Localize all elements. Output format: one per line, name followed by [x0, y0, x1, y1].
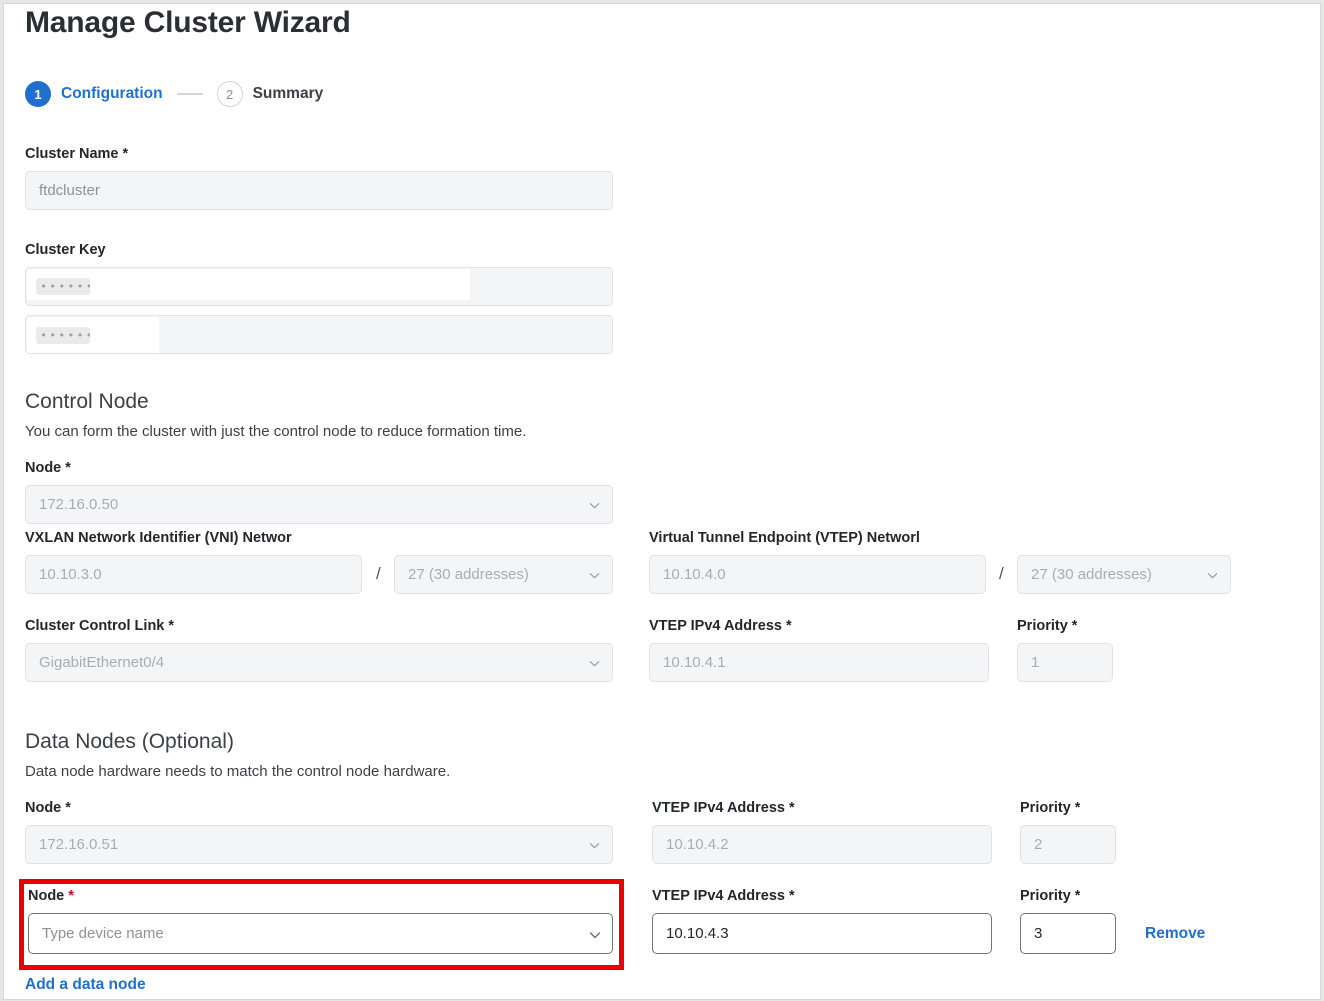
- cluster-control-link-select[interactable]: GigabitEthernet0/4: [25, 643, 613, 682]
- vtep-network-value: 10.10.4.0: [663, 566, 726, 583]
- cluster-key-confirm-input[interactable]: •••••••: [25, 315, 613, 354]
- data-node-1-vtep-ip-input[interactable]: 10.10.4.2: [652, 825, 992, 864]
- vtep-prefix-value: 27 (30 addresses): [1031, 566, 1152, 583]
- data-node-1-vtep-ip-value: 10.10.4.2: [666, 836, 729, 853]
- cluster-control-link-label-text: Cluster Control Link: [25, 618, 165, 634]
- cluster-key-confirm-masked-value: •••••••: [36, 327, 90, 344]
- chevron-down-icon: [1207, 570, 1218, 581]
- data-node-1-node-select[interactable]: 172.16.0.51: [25, 825, 613, 864]
- control-node-section-title: Control Node: [25, 390, 149, 413]
- vni-prefix-value: 27 (30 addresses): [408, 566, 529, 583]
- data-nodes-section-subtitle: Data node hardware needs to match the co…: [25, 763, 451, 780]
- data-node-2-priority-label-text: Priority: [1020, 888, 1071, 904]
- step-2-label: Summary: [252, 85, 324, 102]
- cluster-key-label: Cluster Key: [25, 242, 106, 258]
- cluster-control-link-label: Cluster Control Link *: [25, 618, 174, 634]
- step-configuration[interactable]: 1 Configuration: [25, 81, 163, 107]
- data-node-1-priority-input[interactable]: 2: [1020, 825, 1116, 864]
- data-node-1-node-required: *: [65, 800, 71, 816]
- data-node-2-node-value: Type device name: [42, 925, 164, 942]
- vni-prefix-select[interactable]: 27 (30 addresses): [394, 555, 613, 594]
- cluster-key-masked-value: •••••••: [36, 278, 90, 295]
- control-node-node-label-text: Node: [25, 460, 62, 476]
- vni-network-value: 10.10.3.0: [39, 566, 102, 583]
- data-nodes-section-title: Data Nodes (Optional): [25, 730, 234, 753]
- control-node-section-subtitle: You can form the cluster with just the c…: [25, 423, 527, 440]
- cluster-control-link-value: GigabitEthernet0/4: [39, 654, 165, 671]
- control-node-vtep-ip-label-text: VTEP IPv4 Address: [649, 618, 782, 634]
- control-node-node-label: Node *: [25, 460, 71, 476]
- chevron-down-icon: [589, 929, 601, 940]
- vtep-network-label: Virtual Tunnel Endpoint (VTEP) Networl: [649, 530, 920, 546]
- step-1-badge: 1: [25, 81, 51, 107]
- vni-slash-separator: /: [376, 564, 381, 583]
- step-1-label: Configuration: [61, 85, 163, 102]
- data-node-2-priority-label: Priority *: [1020, 888, 1080, 904]
- control-node-priority-required: *: [1071, 618, 1078, 634]
- control-node-priority-label-text: Priority: [1017, 618, 1068, 634]
- step-summary[interactable]: 2 Summary: [216, 81, 324, 107]
- cluster-control-link-required: *: [168, 618, 175, 634]
- data-node-2-vtep-ip-value: 10.10.4.3: [666, 925, 729, 942]
- data-node-2-node-label: Node *: [28, 888, 74, 904]
- data-node-1-vtep-ip-label: VTEP IPv4 Address *: [652, 800, 795, 816]
- wizard-page: Manage Cluster Wizard 1 Configuration 2 …: [3, 3, 1321, 1000]
- cluster-name-label: Cluster Name *: [25, 146, 128, 162]
- data-node-1-priority-value: 2: [1034, 836, 1043, 853]
- data-node-2-priority-required: *: [1074, 888, 1081, 904]
- control-node-vtep-ip-required: *: [786, 618, 792, 634]
- cluster-name-label-text: Cluster Name: [25, 146, 119, 162]
- data-node-1-priority-required: *: [1074, 800, 1081, 816]
- data-node-1-node-value: 172.16.0.51: [39, 836, 119, 853]
- step-2-badge: 2: [216, 81, 243, 107]
- chevron-down-icon: [589, 570, 600, 581]
- data-node-1-vtep-ip-required: *: [789, 800, 795, 816]
- data-node-2-priority-input[interactable]: 3: [1020, 913, 1116, 954]
- control-node-vtep-ip-label: VTEP IPv4 Address *: [649, 618, 792, 634]
- control-node-vtep-ip-input[interactable]: 10.10.4.1: [649, 643, 989, 682]
- cluster-name-required: *: [122, 146, 129, 162]
- chevron-down-icon: [589, 840, 600, 851]
- add-data-node-button[interactable]: Add a data node: [25, 976, 146, 993]
- data-node-1-node-label-text: Node: [25, 800, 62, 816]
- chevron-down-icon: [589, 500, 600, 511]
- data-node-2-node-required: *: [68, 888, 74, 904]
- control-node-priority-value: 1: [1031, 654, 1040, 671]
- cluster-name-value: ftdcluster: [39, 182, 100, 199]
- data-node-2-priority-value: 3: [1034, 925, 1043, 942]
- cluster-name-input[interactable]: ftdcluster: [25, 171, 613, 210]
- data-node-1-priority-label: Priority *: [1020, 800, 1080, 816]
- control-node-node-value: 172.16.0.50: [39, 496, 119, 513]
- vni-network-label: VXLAN Network Identifier (VNI) Networ: [25, 530, 292, 546]
- control-node-node-select[interactable]: 172.16.0.50: [25, 485, 613, 524]
- control-node-priority-input[interactable]: 1: [1017, 643, 1113, 682]
- wizard-stepper: 1 Configuration 2 Summary: [25, 79, 323, 109]
- control-node-node-required: *: [65, 460, 71, 476]
- control-node-vtep-ip-value: 10.10.4.1: [663, 654, 726, 671]
- data-node-2-vtep-ip-label: VTEP IPv4 Address *: [652, 888, 795, 904]
- chevron-down-icon: [589, 658, 600, 669]
- vtep-network-input[interactable]: 10.10.4.0: [649, 555, 986, 594]
- vni-network-input[interactable]: 10.10.3.0: [25, 555, 362, 594]
- data-node-2-vtep-ip-input[interactable]: 10.10.4.3: [652, 913, 992, 954]
- data-node-2-node-select[interactable]: Type device name: [28, 913, 613, 954]
- data-node-2-node-label-text: Node: [28, 888, 65, 904]
- step-connector: [176, 93, 203, 95]
- cluster-key-input[interactable]: •••••••: [25, 267, 613, 306]
- data-node-1-node-label: Node *: [25, 800, 71, 816]
- data-node-2-remove-button[interactable]: Remove: [1145, 925, 1206, 942]
- data-node-1-priority-label-text: Priority: [1020, 800, 1071, 816]
- page-title: Manage Cluster Wizard: [25, 6, 351, 39]
- data-node-2-vtep-ip-required: *: [789, 888, 795, 904]
- data-node-2-vtep-ip-label-text: VTEP IPv4 Address: [652, 888, 785, 904]
- control-node-priority-label: Priority *: [1017, 618, 1077, 634]
- data-node-1-vtep-ip-label-text: VTEP IPv4 Address: [652, 800, 785, 816]
- vtep-slash-separator: /: [999, 564, 1004, 583]
- cluster-key-autofill-bg: [27, 269, 470, 300]
- vtep-prefix-select[interactable]: 27 (30 addresses): [1017, 555, 1231, 594]
